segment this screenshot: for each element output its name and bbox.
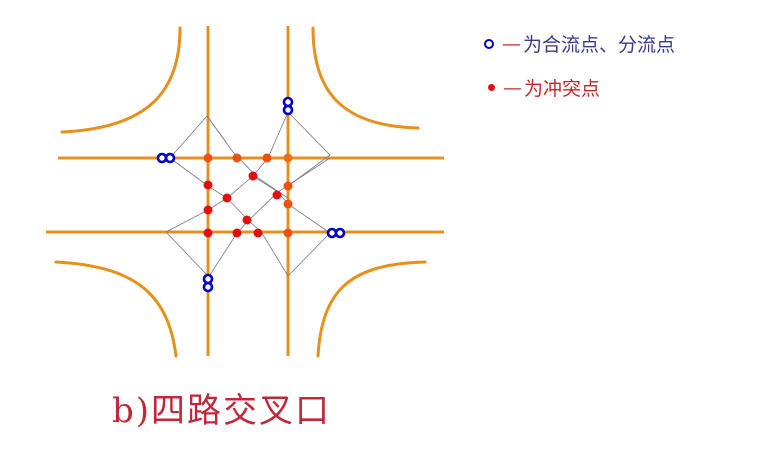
conflict-points	[203, 153, 293, 238]
diagram-caption: b)四路交叉口	[112, 391, 332, 431]
merge-diverge-points	[156, 96, 346, 293]
legend-dash: —	[502, 32, 521, 55]
curb-curves	[54, 26, 427, 358]
road-lines	[46, 26, 444, 356]
merge-point-icon	[484, 38, 494, 49]
vehicle-paths	[165, 111, 331, 279]
legend-merge-label: 为合流点、分流点	[523, 34, 676, 56]
legend-dash: —	[503, 76, 522, 99]
legend-conflict-label: 为冲突点	[524, 78, 601, 100]
legend-conflict: — 为冲突点	[484, 74, 600, 101]
conflict-point-icon	[488, 84, 495, 91]
legend-merge-diverge: — 为合流点、分流点	[484, 30, 675, 57]
